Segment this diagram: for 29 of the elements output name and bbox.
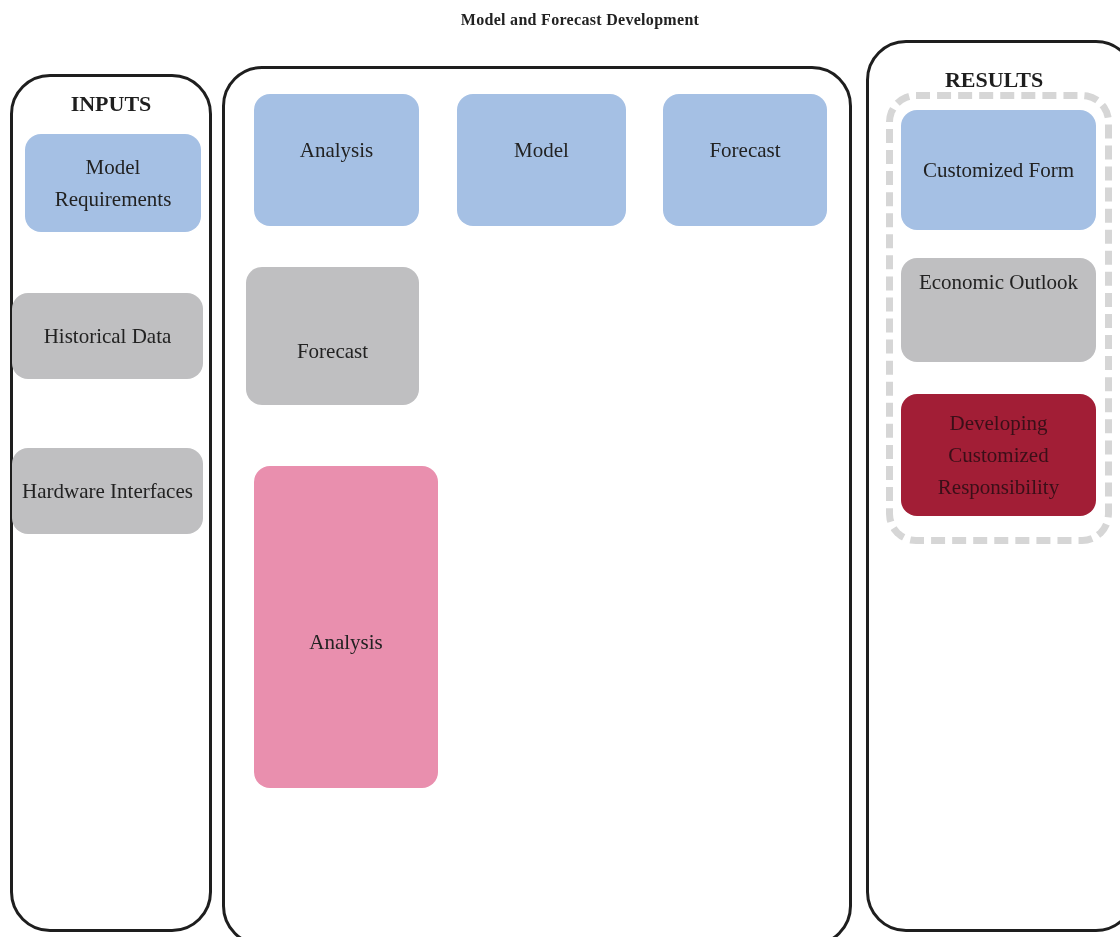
box-label: Developing Customized Responsibility [936,410,1061,501]
process-box [901,110,1096,230]
process-box [901,394,1096,516]
rounded-panel [222,66,852,937]
box-label: Customized Form [922,157,1075,184]
process-box [25,134,201,232]
process-box [254,94,419,226]
process-box [246,267,419,405]
rounded-panel [10,74,212,932]
box-label: Analysis [299,137,374,164]
panel-heading: RESULTS [943,67,1045,93]
process-box [663,94,827,226]
process-box [12,448,203,534]
box-label: Analysis [309,629,383,656]
panel-heading: INPUTS [69,91,153,117]
box-label: Forecast [296,338,369,365]
dashed-group-frame [886,92,1112,544]
process-box [254,466,438,788]
process-box [12,293,203,379]
box-label: Economic Outlook [918,269,1079,296]
process-box [901,258,1096,362]
box-label: Model Requirements [53,154,173,213]
box-label: Hardware Interfaces [22,478,193,505]
box-label: Forecast [709,137,781,164]
process-box [457,94,626,226]
diagram-title: Model and Forecast Development [459,11,701,29]
rounded-panel [866,40,1120,932]
box-label: Model [514,137,569,164]
box-label: Historical Data [43,323,172,350]
